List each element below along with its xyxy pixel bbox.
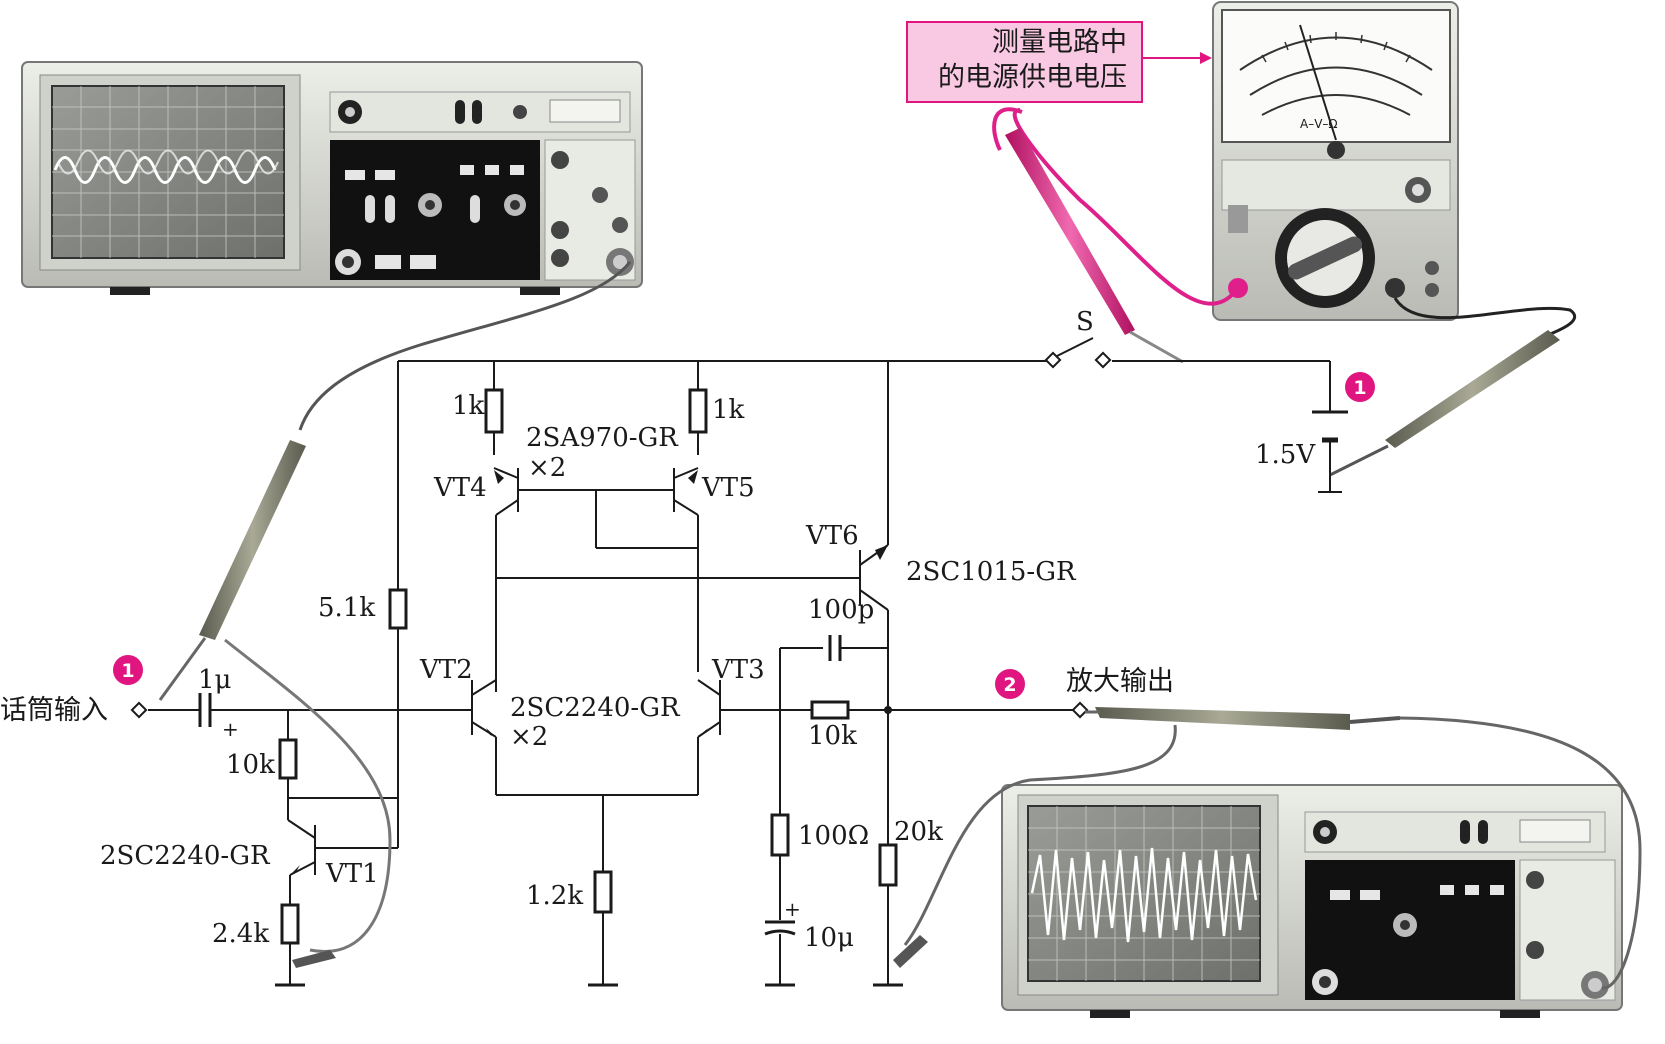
svg-text:1: 1 <box>1353 377 1366 399</box>
vt6-part-label: 2SC1015-GR <box>906 557 1077 587</box>
vt3-label: VT3 <box>711 655 765 685</box>
c-1u-label: 1μ <box>198 665 231 695</box>
npn-part-label: 2SC2240-GR <box>510 693 681 723</box>
vt2-label: VT2 <box>419 655 473 685</box>
callout-line1: 测量电路中 <box>992 27 1127 58</box>
amp-output-label: 放大输出 <box>1066 666 1174 697</box>
red-probe-icon <box>992 107 1240 364</box>
vt4-label: VT4 <box>433 473 487 503</box>
resistor-2k4 <box>280 903 300 945</box>
r-1k2-label: 1.2k <box>526 881 583 911</box>
resistor-5k1 <box>388 588 408 630</box>
output-terminal <box>1071 701 1089 719</box>
circuit-wires <box>148 360 1342 985</box>
junction-dots <box>884 706 892 714</box>
oscilloscope-2-icon <box>1001 784 1623 1018</box>
battery-label: 1.5V <box>1255 440 1316 470</box>
c-100p-label: 100p <box>808 595 874 625</box>
r-20k-label: 20k <box>894 817 943 847</box>
svg-text:2: 2 <box>1003 674 1016 696</box>
switch-icon <box>1044 337 1112 369</box>
battery-icon <box>1312 410 1348 443</box>
component-labels: 话筒输入 放大输出 S 1.5V 1k 1k 2SA970-GR ×2 VT4 … <box>0 307 1316 953</box>
npn-count-label: ×2 <box>510 722 548 752</box>
r-10k-out-label: 10k <box>808 721 857 751</box>
badge-1-battery: 1 <box>1345 372 1375 402</box>
mic-input-label: 话筒输入 <box>0 695 108 726</box>
callout-line2: 的电源供电电压 <box>938 62 1127 93</box>
pnp-part-label: 2SA970-GR <box>526 423 679 453</box>
r-1k-left-label: 1k <box>452 391 485 421</box>
r-1k-right-label: 1k <box>712 395 745 425</box>
r-5k1-label: 5.1k <box>318 593 375 623</box>
r-10k-vt1-label: 10k <box>226 750 275 780</box>
resistors <box>278 388 898 945</box>
r-100-label: 100Ω <box>798 821 869 851</box>
c-1u-plus: + <box>222 717 239 741</box>
r-2k4-label: 2.4k <box>212 919 269 949</box>
multimeter-icon: A–V–Ω <box>1212 1 1459 321</box>
meter-dial-label: A–V–Ω <box>1300 117 1338 131</box>
input-probe-icon <box>158 261 632 968</box>
pnp-count-label: ×2 <box>528 453 566 483</box>
vt5-label: VT5 <box>701 473 755 503</box>
input-terminal <box>130 701 148 719</box>
svg-text:1: 1 <box>121 660 134 682</box>
resistor-1k-right <box>688 388 708 434</box>
output-probe-icon <box>893 707 1642 990</box>
switch-label: S <box>1076 307 1094 337</box>
resistor-1k2 <box>593 870 613 914</box>
badge-1-input: 1 <box>113 655 143 685</box>
vt1-part-label: 2SC2240-GR <box>100 841 271 871</box>
oscilloscope-1-icon <box>21 61 643 295</box>
resistor-20k <box>878 843 898 887</box>
vt6-label: VT6 <box>805 521 859 551</box>
terminals <box>130 701 1089 719</box>
resistor-10k-vt1 <box>278 738 298 780</box>
black-probe-icon <box>1329 297 1577 477</box>
resistor-10k-out <box>810 700 850 720</box>
c-10u-label: 10μ <box>804 923 854 953</box>
c-10u-plus: + <box>784 897 801 921</box>
resistor-100ohm <box>770 813 790 857</box>
badge-2-output: 2 <box>995 669 1025 699</box>
vt1-label: VT1 <box>325 859 379 889</box>
arrow-right-icon <box>1200 52 1212 64</box>
voltage-callout: 测量电路中 的电源供电电压 <box>906 21 1212 103</box>
resistor-1k-left <box>484 388 504 434</box>
transistor-arrows <box>290 470 888 875</box>
